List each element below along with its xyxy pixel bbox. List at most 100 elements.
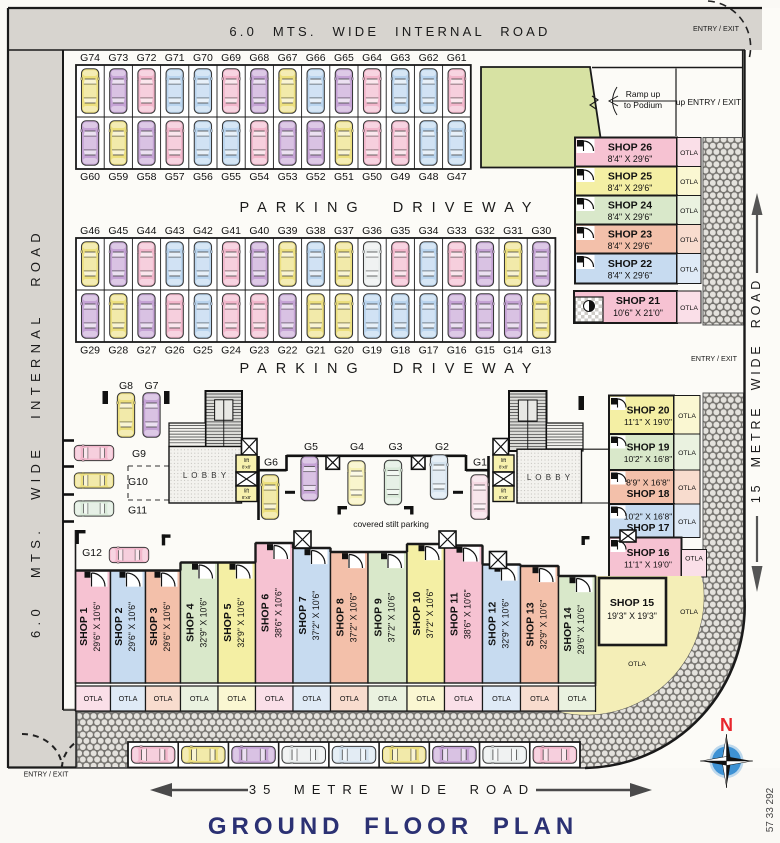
svg-text:SHOP 14: SHOP 14: [562, 607, 574, 651]
svg-text:G56: G56: [193, 171, 213, 183]
svg-text:6.0 MTS. WIDE INTERNAL ROAD: 6.0 MTS. WIDE INTERNAL ROAD: [28, 228, 43, 638]
svg-text:OTLA: OTLA: [678, 485, 696, 492]
svg-text:8'4" X 29'6": 8'4" X 29'6": [608, 241, 653, 251]
svg-text:10'2" X 16'8": 10'2" X 16'8": [624, 454, 673, 464]
svg-text:G74: G74: [80, 52, 100, 64]
svg-text:G7: G7: [144, 380, 158, 392]
svg-text:G29: G29: [80, 345, 100, 357]
svg-text:G10: G10: [128, 476, 148, 488]
svg-text:G63: G63: [390, 52, 410, 64]
svg-text:G59: G59: [108, 171, 128, 183]
svg-text:G16: G16: [447, 345, 467, 357]
svg-text:SHOP 13: SHOP 13: [525, 602, 537, 646]
svg-text:G70: G70: [193, 52, 213, 64]
svg-text:G19: G19: [362, 345, 382, 357]
svg-text:37'2" X 10'6": 37'2" X 10'6": [348, 593, 358, 643]
svg-text:15 METRE WIDE ROAD: 15 METRE WIDE ROAD: [749, 277, 763, 503]
svg-text:G2: G2: [435, 441, 449, 453]
svg-text:G71: G71: [165, 52, 185, 64]
svg-text:ENTRY / EXIT: ENTRY / EXIT: [24, 772, 70, 779]
svg-text:SHOP 4: SHOP 4: [184, 603, 196, 641]
svg-text:SHOP 1: SHOP 1: [78, 607, 90, 645]
svg-text:SHOP 15: SHOP 15: [610, 597, 654, 609]
svg-text:38'6" X 10'6": 38'6" X 10'6": [463, 589, 473, 639]
svg-text:G27: G27: [137, 345, 157, 357]
svg-text:37'2" X 10'6": 37'2" X 10'6": [311, 591, 321, 641]
svg-text:G35: G35: [390, 225, 410, 237]
svg-text:8'x8': 8'x8': [499, 465, 508, 470]
svg-text:G23: G23: [249, 345, 269, 357]
svg-text:Ramp up: Ramp up: [626, 89, 661, 99]
svg-text:G17: G17: [419, 345, 439, 357]
svg-text:G15: G15: [475, 345, 495, 357]
svg-text:G49: G49: [390, 171, 410, 183]
svg-text:G53: G53: [278, 171, 298, 183]
svg-text:57 33 292: 57 33 292: [765, 787, 776, 832]
svg-text:SHOP 25: SHOP 25: [608, 171, 652, 183]
svg-text:SHOP 19: SHOP 19: [627, 443, 670, 454]
svg-text:OTLA: OTLA: [680, 267, 698, 274]
svg-text:lift: lift: [501, 489, 507, 495]
svg-text:SHOP 26: SHOP 26: [608, 142, 652, 154]
svg-text:8'4" X 29'6": 8'4" X 29'6": [608, 271, 653, 281]
svg-text:G50: G50: [362, 171, 382, 183]
svg-text:SHOP 2: SHOP 2: [113, 607, 125, 645]
svg-text:32'9" X 10'6": 32'9" X 10'6": [539, 600, 549, 650]
svg-text:29'6" X 10'6": 29'6" X 10'6": [162, 602, 172, 652]
svg-text:G20: G20: [334, 345, 354, 357]
svg-text:G31: G31: [503, 225, 523, 237]
svg-text:lift: lift: [244, 458, 250, 464]
svg-text:G44: G44: [137, 225, 157, 237]
svg-text:G26: G26: [165, 345, 185, 357]
svg-text:lift: lift: [244, 489, 250, 495]
svg-text:SHOP 5: SHOP 5: [222, 603, 234, 641]
svg-text:SHOP 6: SHOP 6: [259, 594, 271, 632]
svg-text:G28: G28: [108, 345, 128, 357]
svg-text:G4: G4: [350, 441, 364, 453]
svg-text:G38: G38: [306, 225, 326, 237]
svg-text:8'x8': 8'x8': [499, 495, 508, 500]
svg-text:covered stilt parking: covered stilt parking: [353, 519, 429, 529]
svg-text:35 METRE WIDE ROAD: 35 METRE WIDE ROAD: [249, 782, 535, 797]
svg-text:G47: G47: [447, 171, 467, 183]
svg-text:OTLA: OTLA: [190, 694, 209, 703]
svg-text:G72: G72: [137, 52, 157, 64]
svg-text:OTLA: OTLA: [628, 661, 646, 668]
svg-text:8'4" X 29'6": 8'4" X 29'6": [608, 154, 653, 164]
svg-text:to Podium: to Podium: [624, 100, 662, 110]
svg-text:10'2" X 16'8": 10'2" X 16'8": [624, 511, 673, 521]
svg-text:11'1" X 19'0": 11'1" X 19'0": [624, 417, 672, 427]
svg-text:37'2" X 10'6": 37'2" X 10'6": [425, 589, 435, 639]
svg-text:SHOP 24: SHOP 24: [608, 200, 652, 212]
svg-text:OTLA: OTLA: [680, 179, 698, 186]
svg-text:OTLA: OTLA: [84, 694, 103, 703]
svg-text:GROUND FLOOR PLAN: GROUND FLOOR PLAN: [208, 813, 578, 840]
svg-text:G43: G43: [165, 225, 185, 237]
svg-text:G24: G24: [221, 345, 241, 357]
svg-text:G25: G25: [193, 345, 213, 357]
svg-text:OTLA: OTLA: [678, 413, 696, 420]
svg-text:OTLA: OTLA: [530, 694, 549, 703]
svg-text:G1: G1: [473, 457, 487, 469]
svg-text:G51: G51: [334, 171, 354, 183]
svg-text:G14: G14: [503, 345, 523, 357]
svg-text:G48: G48: [419, 171, 439, 183]
svg-text:OTLA: OTLA: [378, 694, 397, 703]
svg-text:G42: G42: [193, 225, 213, 237]
svg-text:SHOP 18: SHOP 18: [627, 489, 670, 500]
svg-text:SHOP 7: SHOP 7: [297, 596, 309, 634]
svg-text:ENTRY / EXIT: ENTRY / EXIT: [693, 24, 740, 33]
svg-text:G8: G8: [119, 380, 133, 392]
svg-text:G34: G34: [419, 225, 439, 237]
svg-text:PARKING DRIVEWAY: PARKING DRIVEWAY: [240, 361, 541, 377]
svg-text:G40: G40: [249, 225, 269, 237]
svg-text:OTLA: OTLA: [678, 519, 696, 526]
svg-text:L O B B Y: L O B B Y: [527, 473, 571, 482]
svg-text:G6: G6: [264, 457, 278, 469]
svg-text:OTLA: OTLA: [492, 694, 511, 703]
svg-text:SHOP 22: SHOP 22: [608, 258, 652, 270]
svg-text:OTLA: OTLA: [685, 555, 703, 562]
svg-text:G13: G13: [531, 345, 551, 357]
svg-text:G46: G46: [80, 225, 100, 237]
svg-text:SHOP 11: SHOP 11: [449, 592, 461, 636]
